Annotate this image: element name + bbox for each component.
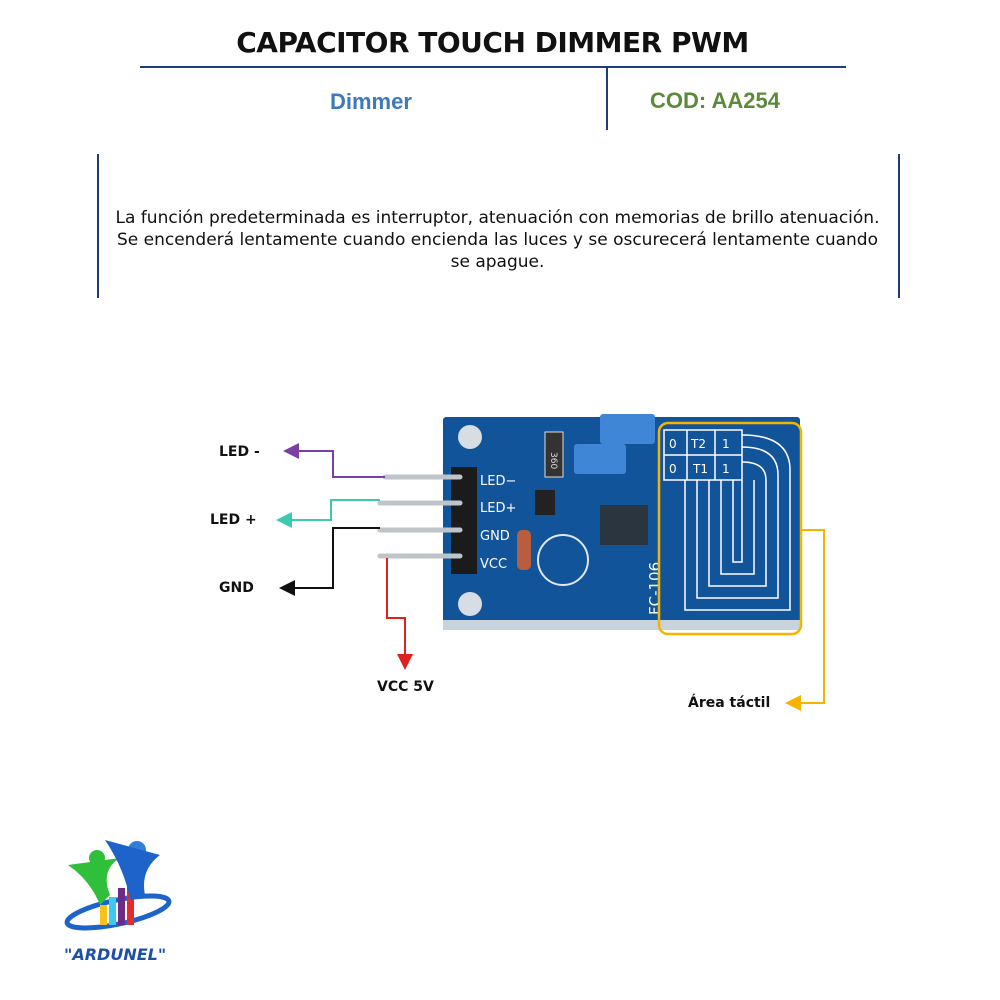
model-marking: FC-106 <box>646 562 664 615</box>
gnd-wire <box>279 527 380 596</box>
label-led-plus: LED + <box>210 512 257 528</box>
silk-led-minus: LED− <box>480 474 516 489</box>
product-code: COD: AA254 <box>650 88 780 113</box>
pcb-board: LED− LED+ GND VCC 360 FC-106 0 T2 1 0 T1 <box>443 414 800 630</box>
silk-vcc: VCC <box>480 557 507 572</box>
grid-t2: T2 <box>690 437 706 451</box>
label-vcc: VCC 5V <box>377 679 434 695</box>
vcc-wire <box>386 558 413 670</box>
mounting-hole <box>458 592 482 616</box>
ardunel-logo: "ARDUNEL" <box>64 840 172 964</box>
description-right-border <box>898 154 900 298</box>
product-category: Dimmer <box>330 89 412 114</box>
grid-1b: 1 <box>722 462 730 476</box>
led-minus-wire <box>283 443 385 478</box>
silk-led-plus: LED+ <box>480 501 516 516</box>
label-led-minus: LED - <box>219 444 260 460</box>
resistor-marking: 360 <box>548 452 558 469</box>
jumper-t1 <box>574 444 626 474</box>
grid-1: 1 <box>722 437 730 451</box>
resistor <box>544 431 564 478</box>
title-divider <box>140 66 846 68</box>
mounting-hole <box>458 425 482 449</box>
label-touch-area: Área táctil <box>688 695 771 711</box>
description-text: La función predeterminada es interruptor… <box>115 208 880 272</box>
silk-gnd: GND <box>480 529 510 544</box>
grid-0: 0 <box>669 437 677 451</box>
transistor <box>535 490 555 515</box>
jumper-t2 <box>600 414 655 444</box>
touch-area-leader <box>785 529 825 711</box>
grid-t1: T1 <box>692 462 708 476</box>
header-divider <box>606 68 608 130</box>
grid-0b: 0 <box>669 462 677 476</box>
header-pins <box>377 474 463 559</box>
logo-text: "ARDUNEL" <box>64 945 166 964</box>
led-plus-wire <box>276 499 380 528</box>
page-title: CAPACITOR TOUCH DIMMER PWM <box>236 26 749 59</box>
diode <box>517 530 531 570</box>
touch-area-outline <box>657 421 803 636</box>
ic-chip <box>600 505 648 545</box>
description-left-border <box>97 154 99 298</box>
label-gnd: GND <box>219 580 254 596</box>
